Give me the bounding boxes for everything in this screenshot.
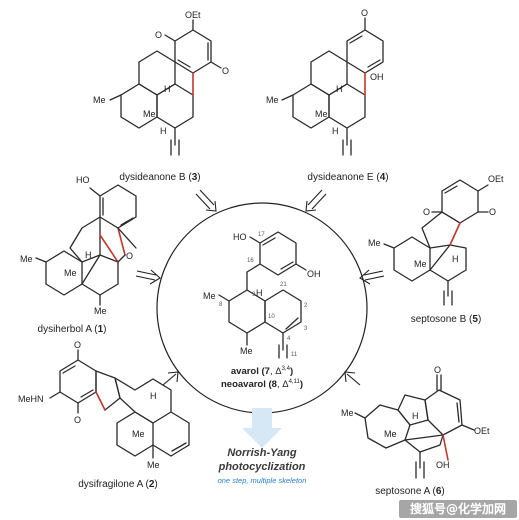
compound-label-dysifragilone-a: dysifragilone A (2) bbox=[78, 479, 158, 490]
locant-8: 8 bbox=[219, 302, 223, 308]
atom-oet: OEt bbox=[185, 10, 201, 20]
caption-reaction-type: photocyclization bbox=[218, 461, 306, 473]
compound-label-septosone-b: septosone B (5) bbox=[411, 314, 482, 325]
atom-h: H bbox=[412, 411, 419, 421]
atom-oet: OEt bbox=[488, 174, 504, 184]
photocyclization-arrow bbox=[242, 408, 282, 448]
locant-10: 10 bbox=[268, 314, 275, 320]
structure-septosone-b bbox=[383, 179, 489, 306]
double-arrow-from-dysiherbol-a bbox=[135, 269, 161, 285]
atom-me: Me bbox=[266, 95, 279, 105]
compound-label-dysideanone-e: dysideanone E (4) bbox=[307, 172, 388, 183]
atom-h: H bbox=[150, 391, 157, 401]
structure-dysideanone-b bbox=[109, 19, 222, 156]
atom-o: O bbox=[74, 340, 81, 350]
double-arrow-from-dysideanone-b bbox=[195, 189, 217, 212]
svg-text:搜狐号@化学加网: 搜狐号@化学加网 bbox=[410, 501, 506, 516]
atom-me: Me bbox=[147, 460, 160, 470]
atom-o: O bbox=[74, 415, 81, 425]
atom-me: Me bbox=[203, 291, 216, 301]
atom-o: O bbox=[126, 251, 133, 261]
locant-11: 11 bbox=[291, 352, 298, 358]
atom-me: Me bbox=[132, 429, 145, 439]
caption-subtitle: one step, multiple skeleton bbox=[218, 476, 307, 485]
atom-me: Me bbox=[20, 254, 33, 264]
atom-oh: OH bbox=[436, 460, 450, 470]
atom-me: Me bbox=[143, 109, 156, 119]
atom-oet: OEt bbox=[474, 426, 490, 436]
atom-o: O bbox=[423, 207, 430, 217]
atom-h: H bbox=[452, 254, 459, 264]
arrow-from-septosone-a bbox=[344, 371, 361, 386]
structure-avarol bbox=[218, 231, 307, 359]
atom-o: O bbox=[489, 207, 496, 217]
structure-septosone-a bbox=[354, 374, 475, 479]
locant-3: 3 bbox=[304, 326, 308, 332]
atom-ho: HO bbox=[233, 232, 247, 242]
compound-label-dysideanone-b: dysideanone B (3) bbox=[119, 172, 200, 183]
atom-o: O bbox=[361, 8, 368, 18]
double-arrow-from-septosone-b bbox=[359, 269, 385, 285]
locant-17: 17 bbox=[258, 232, 265, 238]
locant-21: 21 bbox=[280, 282, 287, 288]
compound-label-septosone-a: septosone A (6) bbox=[375, 486, 445, 497]
locant-4: 4 bbox=[287, 336, 291, 342]
atom-ho: HO bbox=[76, 175, 90, 185]
atom-h: H bbox=[160, 126, 167, 136]
atom-me: Me bbox=[341, 408, 354, 418]
atom-o: O bbox=[434, 365, 441, 375]
caption-reaction-name: Norrish-Yang bbox=[227, 447, 297, 459]
atom-h: H bbox=[256, 288, 263, 298]
watermark: 搜狐号@化学加网 bbox=[399, 500, 517, 518]
locant-9: 9 bbox=[252, 292, 256, 298]
structure-dysiherbol-a bbox=[35, 184, 137, 306]
compound-label-neoavarol: neoavarol (8, Δ4,11) bbox=[221, 379, 303, 390]
atom-me: Me bbox=[384, 429, 397, 439]
atom-oh: OH bbox=[370, 72, 384, 82]
atom-h: H bbox=[336, 84, 343, 94]
compound-label-avarol: avarol (7, Δ3,4) bbox=[231, 366, 293, 377]
atom-h: H bbox=[85, 250, 92, 260]
atom-me: Me bbox=[240, 346, 253, 356]
locant-16: 16 bbox=[247, 258, 254, 264]
structure-dysifragilone-a bbox=[49, 349, 190, 459]
atom-me: Me bbox=[94, 306, 107, 316]
atom-h: H bbox=[332, 126, 339, 136]
atom-oh: OH bbox=[307, 269, 321, 279]
atom-me: Me bbox=[368, 238, 381, 248]
atom-nhme: MeHN bbox=[18, 394, 44, 404]
double-arrow-from-dysideanone-e bbox=[305, 189, 327, 212]
structure-dysideanone-e bbox=[281, 17, 384, 156]
arrow-from-dysifragilone-a bbox=[162, 371, 179, 386]
atom-me: Me bbox=[414, 259, 427, 269]
atom-me: Me bbox=[315, 109, 328, 119]
atom-me: Me bbox=[64, 268, 77, 278]
atom-h: H bbox=[164, 84, 171, 94]
atom-o: O bbox=[155, 30, 162, 40]
atom-o: O bbox=[222, 66, 229, 76]
atom-me: Me bbox=[93, 95, 106, 105]
locant-2: 2 bbox=[304, 303, 308, 309]
compound-label-dysiherbol-a: dysiherbol A (1) bbox=[38, 324, 107, 335]
